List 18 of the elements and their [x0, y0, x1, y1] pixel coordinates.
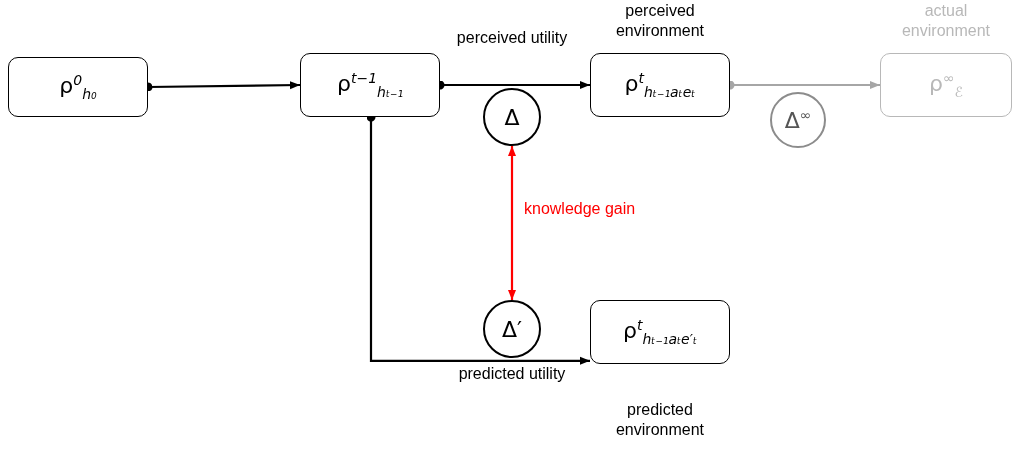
- arrow: [508, 146, 516, 300]
- state-box: [300, 53, 440, 117]
- circle-node: [483, 88, 541, 146]
- state-box: [880, 53, 1012, 117]
- utility-label: perceived utility: [455, 28, 569, 48]
- state-box: [590, 53, 730, 117]
- node-caption: predicted utility: [457, 364, 567, 384]
- formula-text: Δ′: [501, 316, 522, 342]
- circle-node: [483, 300, 541, 358]
- node-caption: perceived environment: [614, 1, 705, 41]
- state-box: [590, 300, 730, 364]
- circle-node: [770, 92, 826, 148]
- state-box: [8, 57, 148, 117]
- node-caption: actual environment: [900, 1, 991, 41]
- edge-label: knowledge gain: [524, 199, 636, 219]
- formula-text: Δ: [504, 104, 520, 130]
- node-caption: predicted environment: [614, 400, 705, 440]
- formula-text: Δ$^{∞}$: [784, 106, 812, 134]
